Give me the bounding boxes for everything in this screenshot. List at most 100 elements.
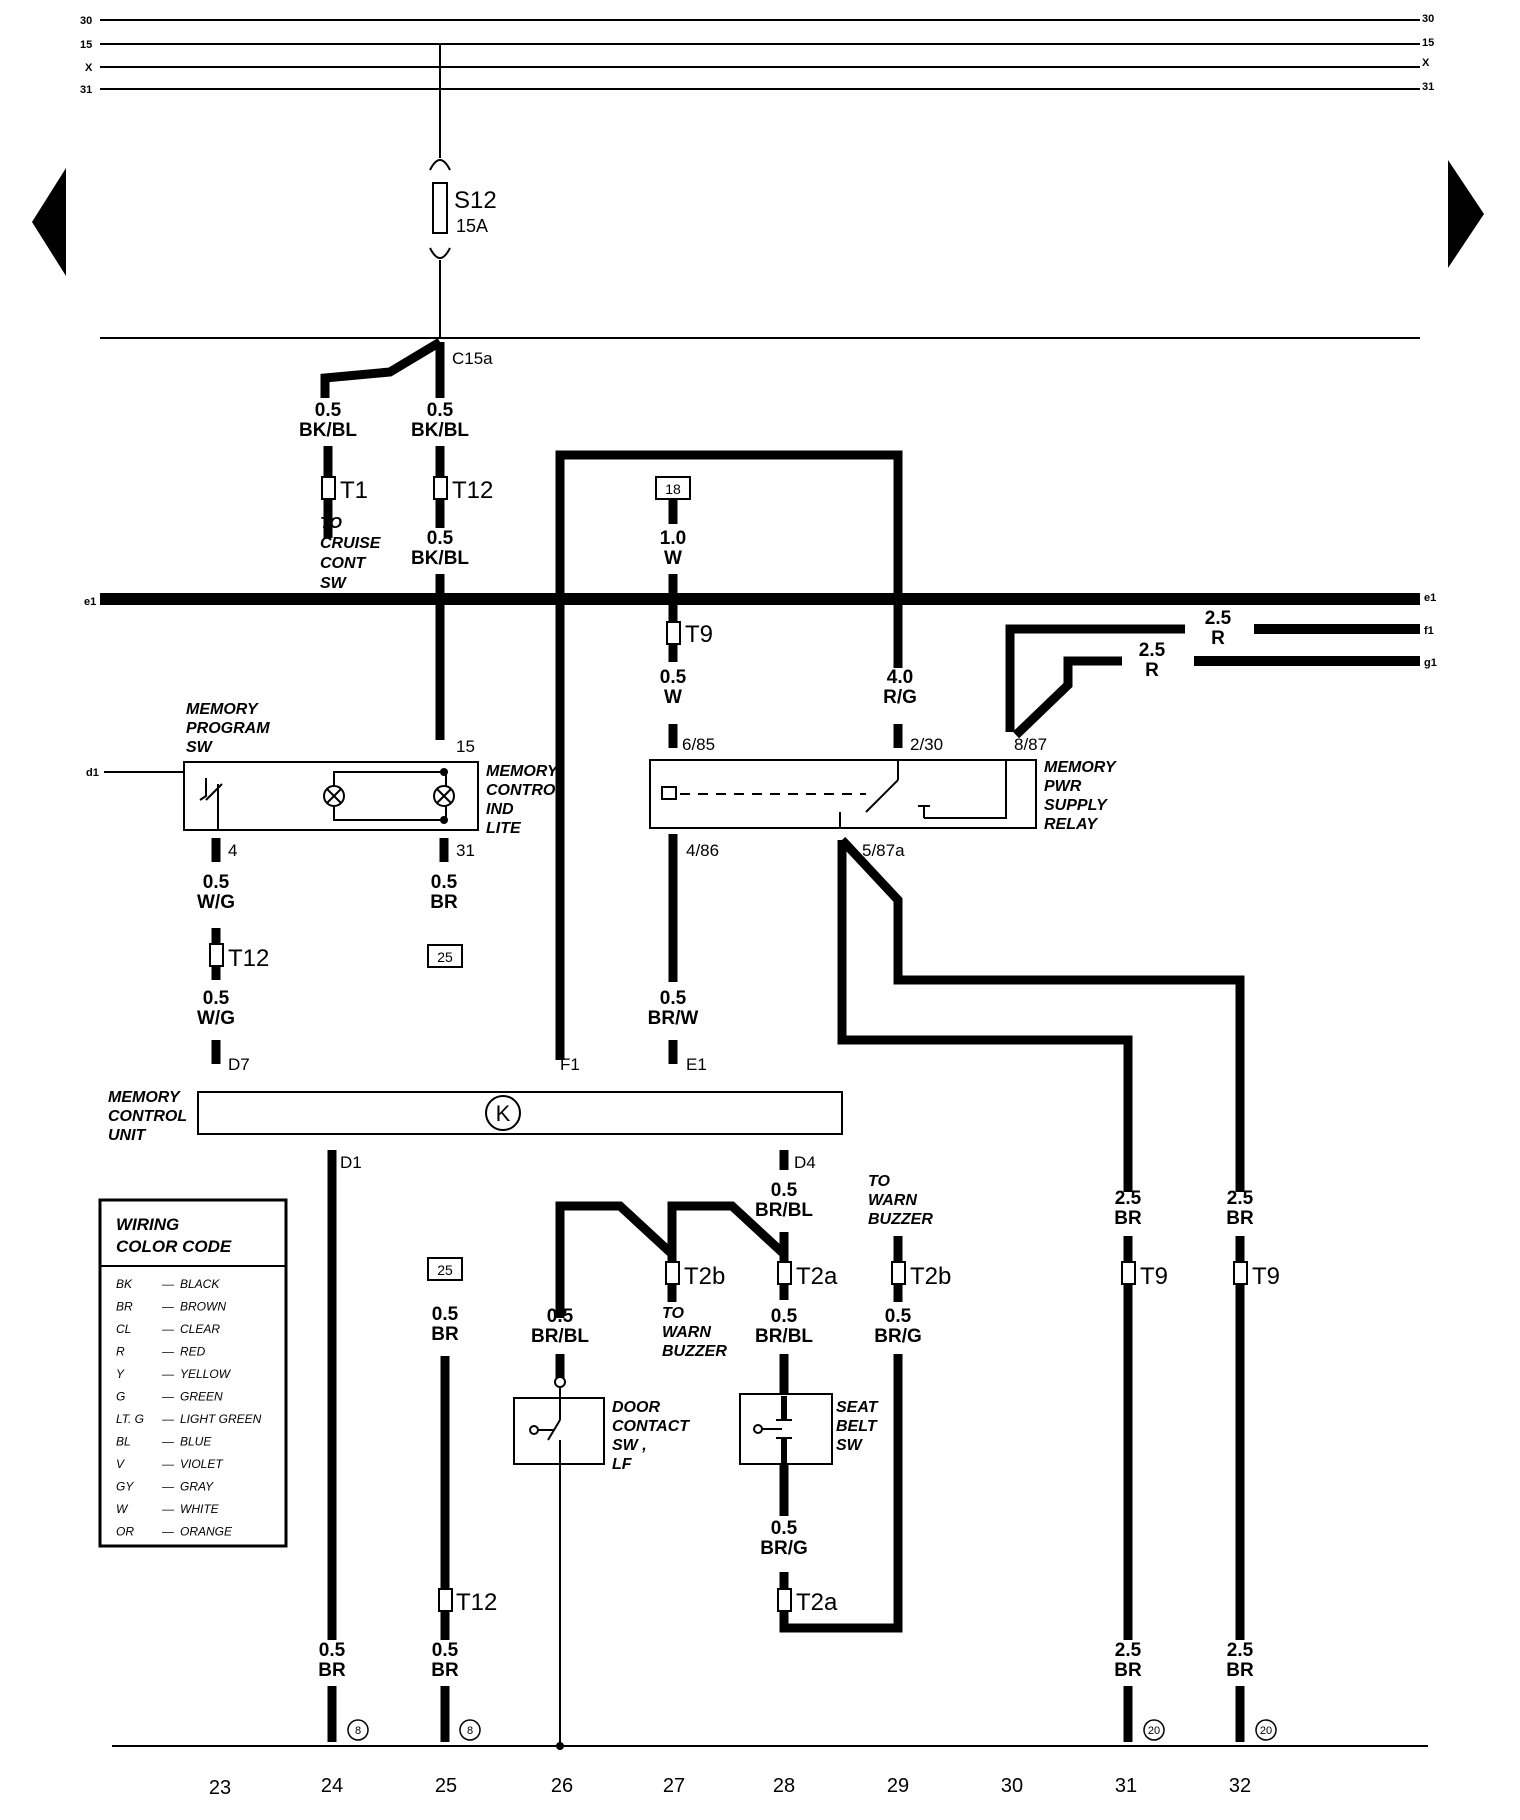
svg-text:T2b: T2b [684,1263,725,1290]
column-number: 26 [551,1775,573,1797]
wire-seatbelt-to-buzzer [779,1354,903,1633]
wire-door-branch [555,1201,676,1318]
ground-ref-icon: 8 [459,1719,481,1741]
wire-color: BK/BL [299,420,357,441]
connector-t12-left: T12 [209,943,269,972]
svg-text:T2a: T2a [796,1589,838,1616]
legend-code: Y [116,1367,125,1381]
wire-color: R [1145,660,1159,681]
column-number: 24 [321,1775,343,1797]
pin-label: D1 [340,1153,362,1172]
wire-color: BR [318,1660,346,1681]
wire-color: BR [431,1324,459,1345]
pin-label: D7 [228,1055,250,1074]
fuse-rating: 15A [456,216,488,236]
wire-color: W/G [197,1008,235,1029]
wire-f1-loop [555,450,903,1060]
legend-code: G [116,1390,125,1404]
column-number: 23 [209,1777,231,1799]
wire-color: BR/BL [531,1326,589,1347]
column-number: 32 [1229,1775,1251,1797]
pin-label: F1 [560,1055,580,1074]
legend-dash: — [161,1322,175,1336]
svg-text:T12: T12 [228,945,269,972]
next-page-arrow-icon[interactable] [1448,160,1484,268]
wire-size: 0.5 [432,1640,459,1661]
legend-name: YELLOW [180,1367,232,1381]
wire-size: 0.5 [771,1518,798,1539]
connector-t9-col32: T9 [1233,1261,1280,1290]
legend-rows: BK—BLACKBR—BROWNCL—CLEARR—REDY—YELLOWG—G… [116,1277,262,1539]
door-contact-switch-box [513,1387,605,1465]
legend-code: R [116,1345,125,1359]
legend-dash: — [161,1457,175,1471]
bus-31-label-left: 31 [80,84,92,96]
pin-label: 5/87a [862,841,905,860]
switch-icon [199,778,223,830]
svg-text:8: 8 [355,1725,361,1737]
wire-r-g1 [1012,656,1122,739]
wire-color: BR/BL [755,1326,813,1347]
wire-size: 0.5 [771,1306,798,1327]
legend-name: BROWN [180,1300,226,1314]
legend-code: GY [116,1480,134,1494]
control-unit-k-icon: K [485,1095,521,1131]
legend-code: BK [116,1277,133,1291]
wire-color: BK/BL [411,420,469,441]
svg-text:25: 25 [437,1262,453,1278]
wire-size: 0.5 [660,667,687,688]
legend-dash: — [161,1480,175,1494]
legend-name: VIOLET [180,1457,224,1471]
legend-dash: — [161,1390,175,1404]
legend-dash: — [161,1502,175,1516]
legend-name: LIGHT GREEN [180,1412,262,1426]
connector-t9-upper: T9 [666,621,713,648]
connector-t2b-mid: T2b [665,1261,725,1290]
connector-t2b-right: T2b [891,1261,951,1290]
legend-name: RED [180,1345,206,1359]
svg-text:T2b: T2b [910,1263,951,1290]
pin-label: D4 [794,1153,816,1172]
connector-t2a-mid: T2a [777,1261,838,1290]
wire-size: 4.0 [887,667,913,688]
legend-code: LT. G [116,1412,144,1426]
bus-x-label-right: X [1422,57,1430,69]
pin-label: 8/87 [1014,735,1047,754]
bus-d1-label: d1 [86,767,99,779]
wire-size: 0.5 [427,528,454,549]
wire-color: BR/G [760,1538,808,1559]
legend-dash: — [161,1412,175,1426]
wire-size: 0.5 [431,872,458,893]
wire-size: 2.5 [1227,1640,1254,1661]
connector-t12-bottom: T12 [438,1588,497,1616]
ground-ref-icon: 20 [1255,1719,1277,1741]
legend-code: BR [116,1300,133,1314]
pin-label: E1 [686,1055,707,1074]
wiring-color-code-legend: WIRING COLOR CODE BK—BLACKBR—BROWNCL—CLE… [98,1198,288,1548]
wire-color: R [1211,628,1225,649]
svg-text:K: K [496,1101,511,1126]
svg-text:T9: T9 [685,621,713,648]
wire-size: 0.5 [771,1180,798,1201]
legend-name: BLACK [180,1277,220,1291]
prev-page-arrow-icon[interactable] [32,168,66,276]
column-number: 30 [1001,1775,1023,1797]
legend-dash: — [161,1277,175,1291]
svg-text:T1: T1 [340,477,368,504]
wire-size: 2.5 [1227,1188,1254,1209]
connector-t1: T1 [321,476,368,504]
wire-size: 0.5 [547,1306,574,1327]
legend-title: COLOR CODE [116,1237,232,1256]
connector-t2a-bottom: T2a [777,1588,838,1616]
legend-title: WIRING [116,1215,179,1234]
wire-color: R/G [883,687,917,708]
wire-to-t1 [320,338,443,398]
wire-size: 0.5 [432,1304,459,1325]
wire-size: 2.5 [1115,1640,1142,1661]
